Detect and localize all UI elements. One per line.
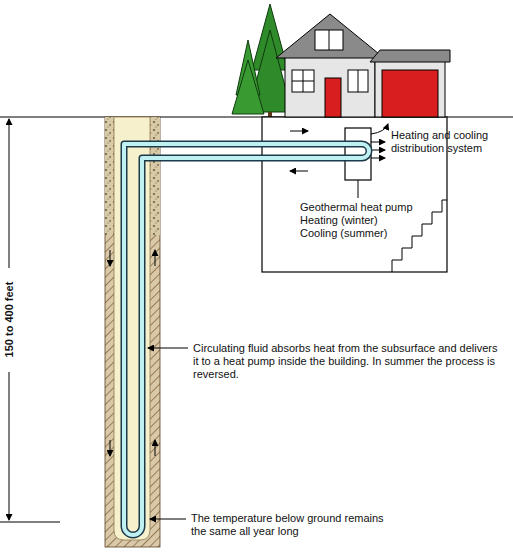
note-label: Circulating fluid absorbs heat from the … [193,342,505,381]
system-label: Heating and cooling distribution system [391,129,499,155]
mode-label: Heating (winter) [300,214,440,227]
mode-label: Cooling (summer) [300,227,440,240]
dimension-label: 150 to 400 feet [3,270,16,370]
heat-pump-label: Geothermal heat pump [300,201,440,214]
note-label: The temperature below ground remains the… [191,512,391,538]
